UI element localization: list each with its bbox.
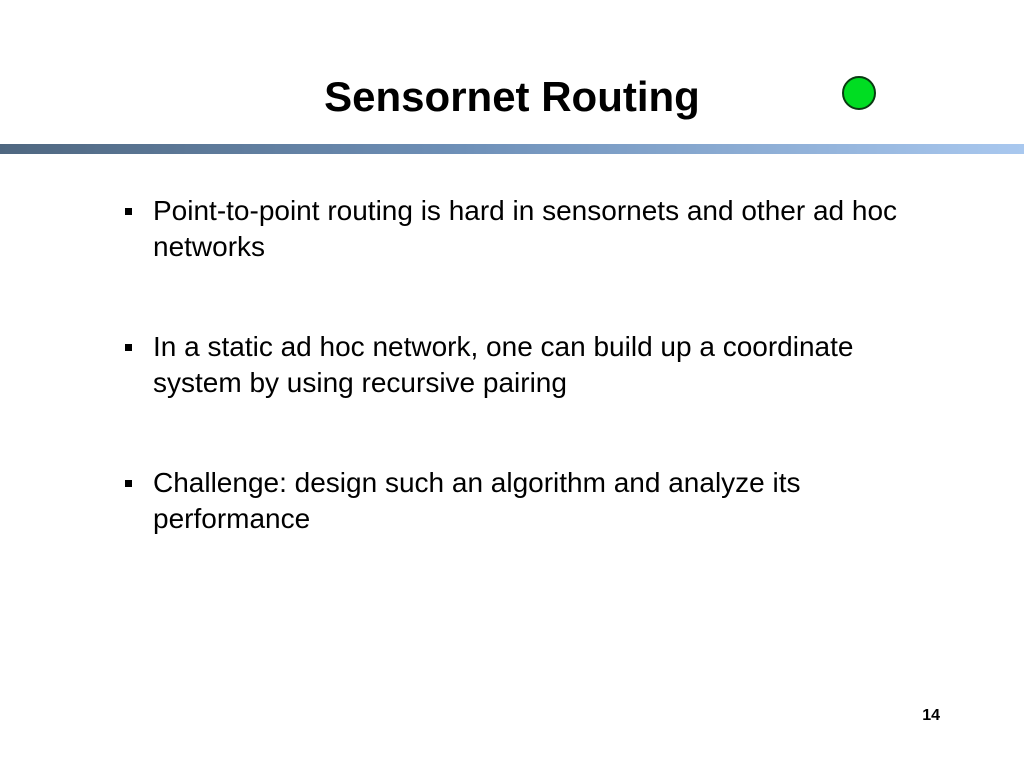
bullet-item: Challenge: design such an algorithm and …	[120, 465, 920, 537]
title-divider	[0, 144, 1024, 154]
bullet-list: Point-to-point routing is hard in sensor…	[120, 193, 920, 601]
bullet-text: Challenge: design such an algorithm and …	[153, 467, 801, 534]
square-bullet-icon	[125, 344, 132, 351]
square-bullet-icon	[125, 480, 132, 487]
slide-title: Sensornet Routing	[324, 73, 700, 120]
square-bullet-icon	[125, 208, 132, 215]
bullet-item: In a static ad hoc network, one can buil…	[120, 329, 920, 401]
green-circle-icon	[842, 76, 876, 110]
bullet-text: In a static ad hoc network, one can buil…	[153, 331, 854, 398]
page-number: 14	[922, 707, 940, 724]
bullet-text: Point-to-point routing is hard in sensor…	[153, 195, 898, 262]
bullet-item: Point-to-point routing is hard in sensor…	[120, 193, 920, 265]
